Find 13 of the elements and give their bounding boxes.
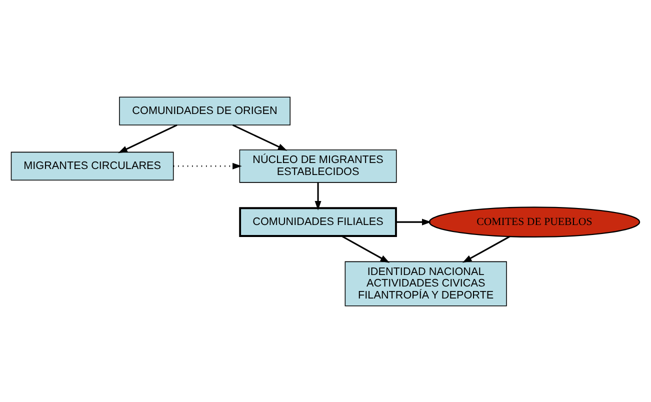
- arrow: [396, 218, 432, 225]
- arrow: [341, 234, 390, 262]
- arrow: [173, 162, 242, 169]
- node-box: COMUNIDADES DE ORIGEN: [119, 96, 290, 125]
- arrow: [314, 182, 322, 210]
- arrow: [462, 235, 510, 262]
- node-box: COMUNIDADES FILIALES: [239, 206, 397, 236]
- arrow: [118, 124, 178, 153]
- node-box: NÚCLEO DE MIGRANTES ESTABLECIDOS: [239, 148, 397, 182]
- node-box: MIGRANTES CIRCULARES: [10, 151, 174, 180]
- node-ellipse: COMITES DE PUEBLOS: [428, 206, 640, 238]
- arrow: [232, 124, 288, 150]
- node-box: IDENTIDAD NACIONAL ACTIVIDADES CIVICAS FILANTROPÍA Y DEPORTE: [344, 260, 507, 306]
